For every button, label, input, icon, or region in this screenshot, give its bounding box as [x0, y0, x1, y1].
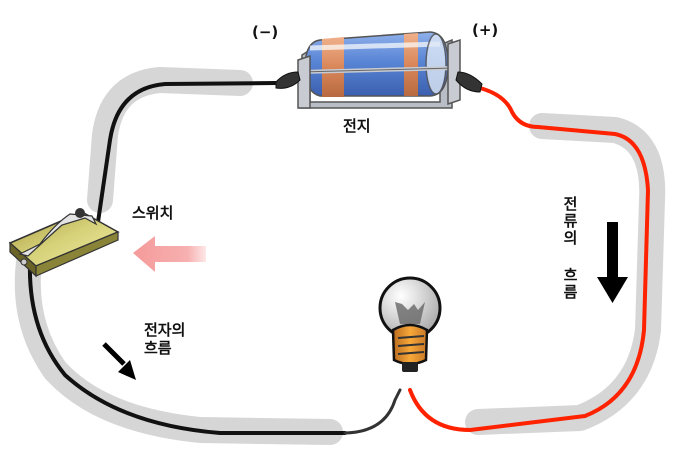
switch-label: 스위치 [132, 204, 174, 222]
switch [8, 208, 120, 278]
electron-flow-label-line1: 전자의 [144, 321, 186, 339]
current-flow-arrow-icon [597, 222, 628, 303]
battery-negative-label: (−) [252, 23, 279, 41]
positive-wire [408, 86, 650, 432]
battery-positive-label: (+) [472, 21, 499, 39]
switch-pointer-arrow [133, 236, 206, 272]
electron-flow-label-line2: 흐름 [144, 339, 172, 357]
negative-wire [27, 81, 402, 435]
battery [275, 31, 483, 109]
electron-flow-arrow-icon [102, 342, 136, 380]
current-flow-label: 전류의 흐름 [561, 196, 579, 301]
light-bulb [378, 276, 442, 372]
battery-label: 전지 [343, 117, 371, 135]
